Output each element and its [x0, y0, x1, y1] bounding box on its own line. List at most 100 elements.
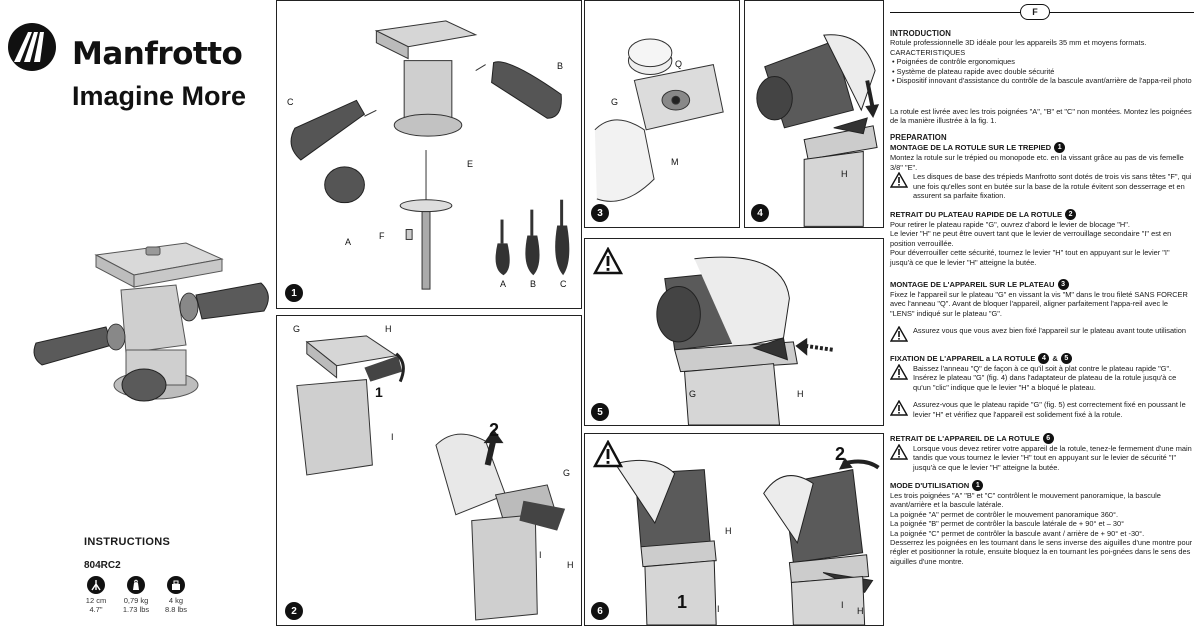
label-knob-b: B [530, 279, 537, 289]
warning-text: Baissez l'anneau "Q" de façon à ce qu'il… [913, 364, 1177, 392]
warning-icon [890, 444, 908, 460]
figure-2-panel: G H I 1 2 G H I 2 [276, 315, 582, 626]
warning-icon [593, 440, 623, 468]
figure-4-panel: H 4 [744, 0, 884, 228]
warning-icon [593, 247, 623, 275]
figure-6-number: 6 [591, 602, 609, 620]
plate-removal-body: Pour retirer le plateau rapide "G", ouvr… [890, 220, 1130, 229]
warning-text: Assurez vous que vous avez bien fixé l'a… [913, 326, 1186, 336]
warning-row: Assurez-vous que le plateau rapide "G" (… [890, 400, 1194, 419]
label-knob-c: C [560, 279, 567, 289]
label-handle-c: C [287, 97, 294, 107]
warning-row: Lorsque vous devez retirer votre apparei… [890, 444, 1194, 472]
step-number-badge: 6 [1042, 433, 1054, 444]
spec-load: 4 kg 8.8 lbs [162, 576, 190, 614]
introduction-section: INTRODUCTION Rotule professionnelle 3D i… [890, 29, 1194, 85]
warning-icon [890, 364, 908, 380]
spec-imperial: 8.8 lbs [164, 605, 188, 614]
figure-3-illustration [594, 38, 724, 202]
label-lever-i: I [717, 604, 720, 614]
label-lever-i: I [391, 432, 394, 442]
spec-imperial: 1.73 lbs [122, 605, 150, 614]
figure-1-panel: C B A E F A B C 1 [276, 0, 582, 309]
instructions-title: INSTRUCTIONS [84, 536, 171, 548]
usage-body: La poignée "B" permet de contrôler la ba… [890, 519, 1125, 529]
model-number: 804RC2 [84, 560, 121, 571]
figure-5-illustration [656, 256, 834, 425]
manfrotto-logo-icon [8, 23, 56, 71]
label-lever-h: H [797, 389, 804, 399]
figure-4-illustration [756, 34, 880, 227]
spec-metric: 12 cm [85, 596, 107, 605]
label-handle-a: A [345, 237, 352, 247]
tripod-height-icon [87, 576, 105, 594]
label-lever-h: H [725, 526, 732, 536]
label-screw-f: F [379, 231, 385, 241]
preparation-heading: PREPARATION [890, 133, 947, 142]
label-lever-h: H [385, 324, 392, 334]
label-thread-e: E [467, 159, 474, 169]
load-capacity-icon [167, 576, 185, 594]
spec-metric: 0,79 kg [123, 596, 149, 605]
step-number-badge: 2 [1065, 209, 1077, 220]
step-number-badge: 3 [1057, 279, 1069, 290]
brand-name: Manfrotto [72, 36, 243, 72]
label-lever-h-2: H [567, 560, 574, 570]
spec-weight: 0,79 kg 1.73 lbs [122, 576, 150, 614]
warning-icon [890, 400, 908, 416]
figure-6-panel: H I H I 1 2 6 [584, 433, 884, 626]
label-screw-m: M [671, 157, 679, 167]
spec-imperial: 4.7" [89, 605, 103, 614]
camera-mounting-body: Fixez le l'appareil sur le plateau "G" e… [890, 290, 1188, 318]
warning-text: Lorsque vous devez retirer votre apparei… [913, 444, 1192, 472]
figure-2-illustration [296, 335, 566, 621]
language-badge: F [1020, 4, 1050, 20]
figure-4-number: 4 [751, 204, 769, 222]
label-ring-q: Q [675, 59, 683, 69]
label-plate-g-2: G [563, 468, 571, 478]
spec-height: 12 cm 4.7" [82, 576, 110, 614]
warning-row: Assurez vous que vous avez bien fixé l'a… [890, 326, 1194, 342]
figure-3-number: 3 [591, 204, 609, 222]
warning-row: Baissez l'anneau "Q" de façon à ce qu'il… [890, 364, 1194, 392]
label-knob-a: A [500, 279, 507, 289]
mounting-head-body: Montez la rotule sur le trépied ou monop… [890, 153, 1184, 172]
usage-body: Les trois poignées "A" "B" et "C" contrô… [890, 491, 1161, 510]
weight-icon [127, 576, 145, 594]
step-1-marker: 1 [375, 384, 383, 400]
warning-text: Les disques de base des trépieds Manfrot… [913, 172, 1192, 201]
step-number-badge: 1 [1054, 142, 1066, 154]
plate-removal-body: Pour déverrouiller cette sécurité, tourn… [890, 248, 1170, 267]
spec-metric: 4 kg [168, 596, 184, 605]
warning-icon [890, 172, 908, 188]
warning-text: Assurez-vous que le plateau rapide "G" (… [913, 400, 1186, 419]
figure-1-illustration [290, 20, 570, 290]
brand-tagline: Imagine More [72, 81, 247, 111]
step-number-badge: 1 [972, 480, 984, 491]
usage-body: La poignée "A" permet de contrôler le mo… [890, 509, 1119, 519]
usage-body: Desserrez les poignées en les tournant d… [890, 538, 1193, 566]
figure-5-number: 5 [591, 403, 609, 421]
feature-item: • Dispositif innovant d'assistance du co… [892, 76, 1192, 86]
warning-row: Les disques de base des trépieds Manfrot… [890, 172, 1194, 200]
step-number-badge: 4 [1038, 353, 1050, 364]
label-lever-h: H [841, 169, 848, 179]
label-plate-g: G [611, 97, 619, 107]
label-plate-g: G [293, 324, 301, 334]
label-lever-i-2: I [841, 600, 844, 610]
specs-row: 12 cm 4.7" 0,79 kg 1.73 lbs 4 kg 8.8 lbs [82, 576, 190, 614]
feature-item: • Système de plateau rapide avec double … [892, 66, 1055, 76]
features-heading: CARACTERISTIQUES [890, 47, 966, 57]
step-number-badge: 5 [1060, 353, 1072, 364]
warning-icon [890, 326, 908, 342]
